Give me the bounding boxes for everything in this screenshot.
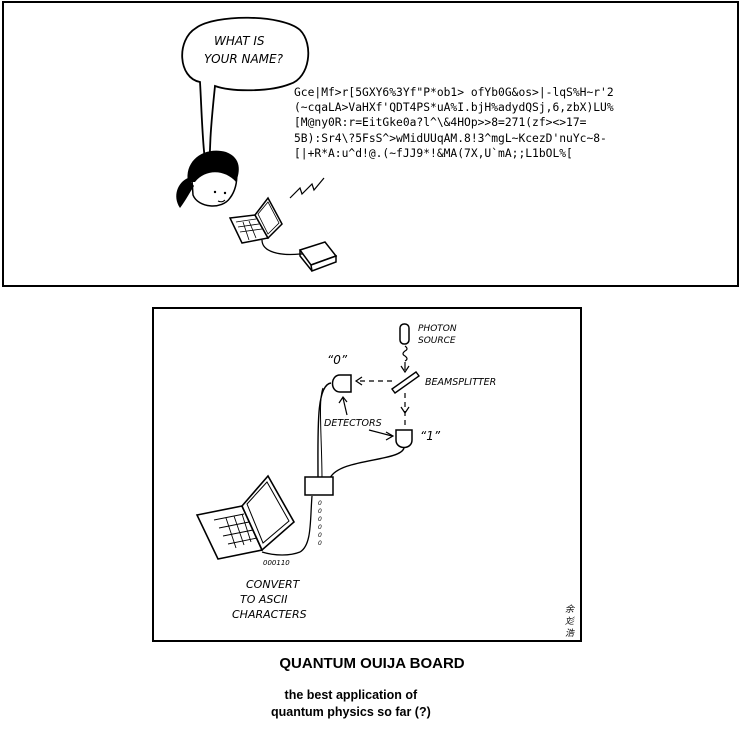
svg-text:浩: 浩 (565, 628, 575, 639)
svg-text:彣: 彣 (565, 616, 575, 627)
bottom-comic-panel (152, 307, 582, 642)
convert-label-3: CHARACTERS (232, 608, 307, 621)
detector-one-icon (395, 429, 413, 449)
svg-text:0: 0 (318, 508, 322, 515)
bottom-panel-drawing: PHOTON SOURCE BEAMSPLITTER “0” “1” DETEC… (195, 323, 575, 639)
garbled-text-output: Gce|Mf>r[5GXY6%3Yf"P*ob1> ofYb0G&os>|-lq… (294, 86, 614, 160)
caption-subtitle: the best application of quantum physics … (271, 688, 431, 719)
detector-zero-label: “0” (327, 353, 348, 367)
photon-label-1: PHOTON (418, 324, 457, 334)
detector-zero-icon (331, 374, 352, 393)
speech-line-1: WHAT IS (214, 34, 265, 48)
svg-text:0: 0 (318, 524, 322, 531)
vertical-bit-stream: 0 0 0 0 0 0 (318, 500, 322, 547)
svg-text:余: 余 (565, 604, 575, 615)
svg-text:0: 0 (318, 540, 322, 547)
top-comic-panel (2, 1, 739, 287)
convert-label-1: CONVERT (246, 578, 301, 591)
laptop-icon (228, 196, 283, 244)
svg-text:0: 0 (318, 516, 322, 523)
beamsplitter-label: BEAMSPLITTER (425, 377, 496, 388)
svg-text:0: 0 (318, 532, 322, 539)
caption-title: QUANTUM OUIJA BOARD (279, 655, 465, 672)
artist-signature: 余 彣 浩 (565, 604, 575, 639)
detector-box-icon (298, 241, 338, 273)
photon-label-2: SOURCE (418, 336, 456, 346)
detector-one-label: “1” (420, 429, 441, 443)
top-panel-drawing: WHAT IS YOUR NAME? (176, 16, 338, 273)
signal-zigzag (289, 177, 325, 199)
photon-source-icon (399, 323, 410, 374)
speech-line-2: YOUR NAME? (204, 52, 284, 66)
bit-stream-label: 000110 (263, 559, 290, 567)
beamsplitter-icon (391, 371, 420, 394)
junction-box-icon (304, 476, 334, 496)
convert-label-2: TO ASCII (240, 593, 288, 606)
svg-text:0: 0 (318, 500, 322, 507)
laptop-icon (195, 474, 296, 560)
detectors-label: DETECTORS (324, 418, 382, 429)
girl-figure (176, 150, 239, 208)
